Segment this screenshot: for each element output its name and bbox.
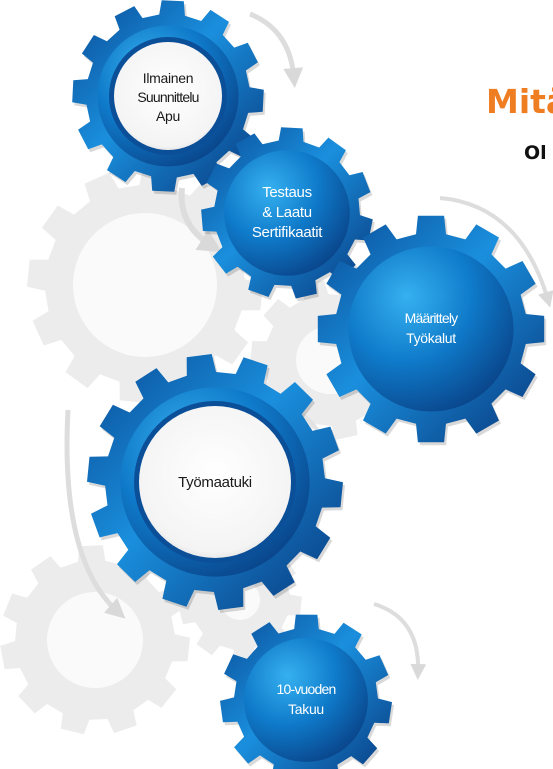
gear-takuu (220, 614, 394, 769)
gear-label-testaus: Testaus & Laatu Sertifikaatit (251, 184, 323, 241)
gear-testaus (201, 127, 375, 302)
gear-ilmainen (72, 0, 266, 195)
gear-label-ilmainen: Ilmainen Suunnittelu Apu (137, 69, 199, 124)
arrow-bottom-right (373, 602, 427, 680)
gear-label-takuu: 10-vuoden Takuu (276, 681, 337, 717)
arrow-top-right (249, 11, 304, 88)
page-subheading: Ol (524, 142, 547, 164)
foreground-gears (72, 0, 547, 769)
rotation-arrows (64, 11, 553, 680)
gear-tyomaatuki (87, 354, 345, 613)
gear-center-tyomaatuki (139, 406, 291, 558)
arrow-center-left (178, 187, 223, 253)
gear-label-maarittely: Määrittely Työkalut (404, 310, 458, 346)
page-heading: Mitä (486, 82, 553, 121)
gear-center-ilmainen (114, 42, 222, 150)
gear-maarittely (317, 215, 547, 446)
arrow-left-lower (64, 409, 126, 619)
gear-label-tyomaatuki: Työmaatuki (178, 474, 252, 491)
arrow-right-outer (439, 196, 553, 308)
